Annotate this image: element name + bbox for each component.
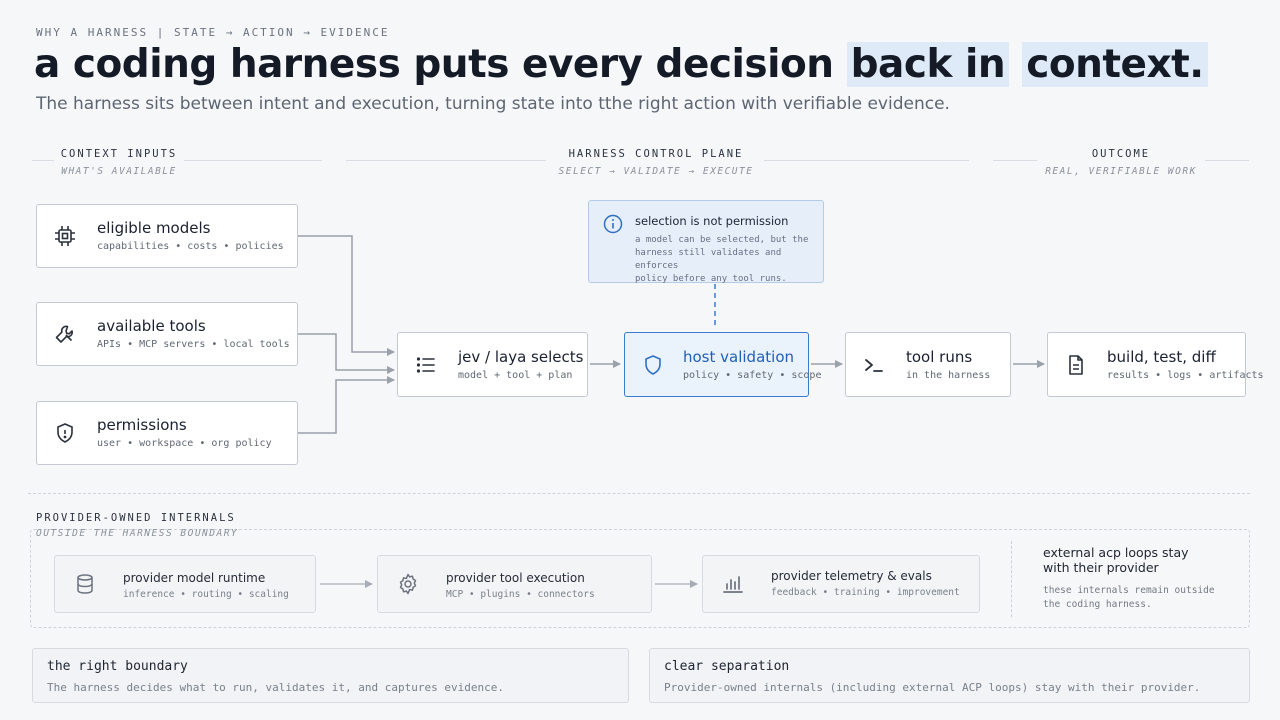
card-title: tool runs <box>906 348 973 366</box>
summary-desc: Provider-owned internals (including exte… <box>664 681 1201 694</box>
title-highlight-1: back in <box>846 42 1010 87</box>
card-title: provider model runtime <box>123 571 266 585</box>
summary-desc: The harness decides what to run, validat… <box>47 681 504 694</box>
connector-models <box>298 235 395 356</box>
note-title: selection is not permission <box>635 214 789 228</box>
provider-boundary <box>30 529 1250 628</box>
provider-section-subtitle: OUTSIDE THE HARNESS BOUNDARY <box>36 528 239 539</box>
header-rule <box>764 160 969 161</box>
flow-card-select[interactable]: jev / laya selects model + tool + plan <box>397 332 588 397</box>
card-desc: capabilities • costs • policies <box>97 241 284 252</box>
column-subtitle: WHAT'S AVAILABLE <box>61 166 177 177</box>
external-acp-title: external acp loops stay with their provi… <box>1043 545 1243 575</box>
external-desc-line: these internals remain outside <box>1043 585 1215 596</box>
card-desc: APIs • MCP servers • local tools <box>97 339 290 350</box>
provider-card-runtime[interactable]: provider model runtime inference • routi… <box>54 555 316 613</box>
card-title: permissions <box>97 416 187 434</box>
column-subtitle: REAL, VERIFIABLE WORK <box>1045 166 1197 177</box>
summary-card-right-boundary: the right boundary The harness decides w… <box>32 648 629 703</box>
terminal-icon <box>865 358 883 372</box>
input-card-models[interactable]: eligible models capabilities • costs • p… <box>36 204 298 268</box>
flow-card-build[interactable]: build, test, diff results • logs • artif… <box>1047 332 1264 397</box>
section-divider <box>28 493 1250 494</box>
provider-card-tool-execution[interactable]: provider tool execution MCP • plugins • … <box>377 555 652 613</box>
header-rule <box>184 160 322 161</box>
input-card-tools[interactable]: available tools APIs • MCP servers • loc… <box>36 302 298 366</box>
card-desc: in the harness <box>906 370 991 381</box>
page-subtitle: The harness sits between intent and exec… <box>36 94 950 114</box>
chip-icon <box>55 226 75 246</box>
shield-icon <box>57 423 73 443</box>
flow-card-host-validation[interactable]: host validation policy • safety • scope <box>624 332 821 397</box>
provider-card-telemetry[interactable]: provider telemetry & evals feedback • tr… <box>702 555 980 613</box>
column-header-inputs: CONTEXT INPUTS WHAT'S AVAILABLE <box>54 148 184 177</box>
card-desc: results • logs • artifacts <box>1107 370 1264 381</box>
card-title: available tools <box>97 317 206 335</box>
card-desc: feedback • training • improvement <box>771 587 960 598</box>
bar-chart-icon <box>723 576 743 593</box>
card-desc: MCP • plugins • connectors <box>446 589 595 600</box>
card-title: build, test, diff <box>1107 348 1216 366</box>
card-desc: inference • routing • scaling <box>123 589 289 600</box>
summary-title: the right boundary <box>47 659 188 674</box>
column-title: HARNESS CONTROL PLANE <box>568 148 744 160</box>
wrench-icon <box>55 325 73 343</box>
connector-permissions <box>298 376 395 434</box>
column-title: CONTEXT INPUTS <box>60 148 178 160</box>
external-desc-line: the coding harness. <box>1043 599 1152 610</box>
external-acp-desc: these internals remain outside the codin… <box>1043 584 1243 612</box>
connector-tools <box>298 333 395 374</box>
card-title: host validation <box>683 348 794 366</box>
gear-icon <box>399 573 417 595</box>
input-card-permissions[interactable]: permissions user • workspace • org polic… <box>36 401 298 465</box>
card-title: jev / laya selects <box>458 348 584 366</box>
document-icon <box>1069 354 1083 375</box>
card-title: provider telemetry & evals <box>771 569 932 583</box>
header-rule <box>1205 160 1249 161</box>
card-desc: model + tool + plan <box>458 370 573 381</box>
column-header-control: HARNESS CONTROL PLANE SELECT → VALIDATE … <box>548 148 764 177</box>
flow-card-tool-runs[interactable]: tool runs in the harness <box>845 332 1011 397</box>
column-title: OUTCOME <box>1091 148 1151 160</box>
note-selection-not-permission: selection is not permission a model can … <box>588 200 824 286</box>
external-title-line: external acp loops stay <box>1043 545 1189 560</box>
list-icon <box>416 356 435 373</box>
card-desc: user • workspace • org policy <box>97 438 272 449</box>
header-rule <box>32 160 54 161</box>
note-line: a model can be selected, but the <box>635 235 809 245</box>
title-highlight-2: context. <box>1022 42 1208 87</box>
provider-section-title: PROVIDER-OWNED INTERNALS <box>36 512 236 524</box>
card-title: eligible models <box>97 219 211 237</box>
provider-divider <box>1011 541 1012 617</box>
header-rule <box>993 160 1037 161</box>
card-title: provider tool execution <box>446 571 585 585</box>
external-title-line: with their provider <box>1043 560 1159 575</box>
eyebrow: WHY A HARNESS | STATE → ACTION → EVIDENC… <box>36 26 390 39</box>
summary-title: clear separation <box>664 659 790 674</box>
page-title: a coding harness puts every decision bac… <box>34 42 1208 87</box>
info-icon <box>603 214 623 234</box>
column-header-outcome: OUTCOME REAL, VERIFIABLE WORK <box>1037 148 1205 177</box>
card-desc: policy • safety • scope <box>683 370 822 381</box>
title-text: a coding harness puts every decision <box>34 42 847 87</box>
header-rule <box>346 160 546 161</box>
database-icon <box>77 574 93 594</box>
summary-card-clear-separation: clear separation Provider-owned internal… <box>649 648 1250 703</box>
column-subtitle: SELECT → VALIDATE → EXECUTE <box>558 166 754 177</box>
note-line: policy before any tool runs. <box>635 274 787 284</box>
note-line: harness still validates and enforces <box>635 248 782 271</box>
note-desc: a model can be selected, but the harness… <box>635 234 823 286</box>
shield-icon <box>645 354 661 375</box>
